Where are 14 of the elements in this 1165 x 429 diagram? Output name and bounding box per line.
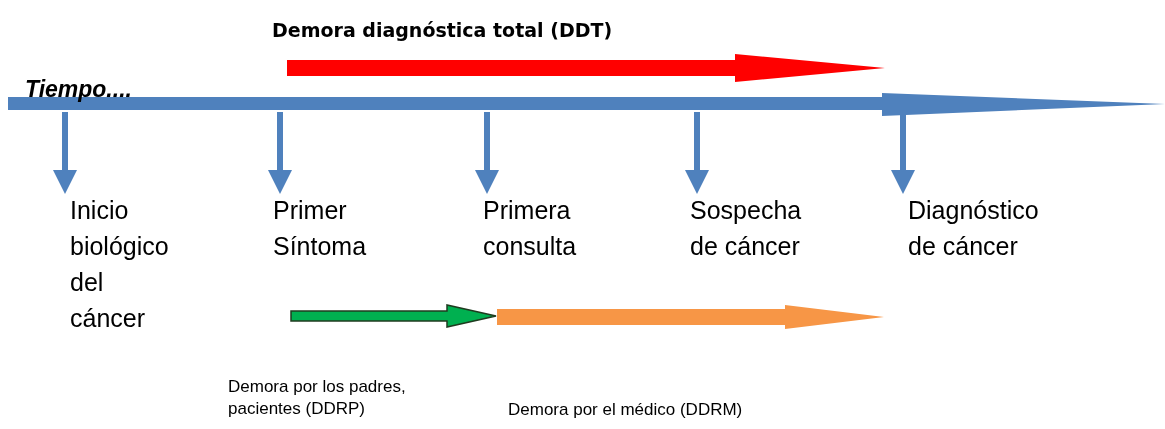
event-label: Sospecha de cáncer — [690, 192, 802, 264]
arrow — [685, 112, 709, 194]
delay-label: Demora por los padres, pacientes (DDRP) — [228, 376, 407, 420]
delay-label: Demora por el médico (DDRM) — [508, 399, 743, 421]
event-label: Primera consulta — [483, 192, 577, 264]
heading: Demora diagnóstica total (DDT) — [272, 19, 613, 41]
arrow — [268, 112, 292, 194]
arrow — [891, 112, 915, 194]
event-label: Inicio biológico del cáncer — [70, 192, 169, 336]
axis-label: Tiempo.... — [25, 76, 132, 103]
event-label: Diagnóstico de cáncer — [908, 192, 1039, 264]
event-label: Primer Síntoma — [273, 192, 367, 264]
arrow — [475, 112, 499, 194]
arrow — [53, 112, 77, 194]
